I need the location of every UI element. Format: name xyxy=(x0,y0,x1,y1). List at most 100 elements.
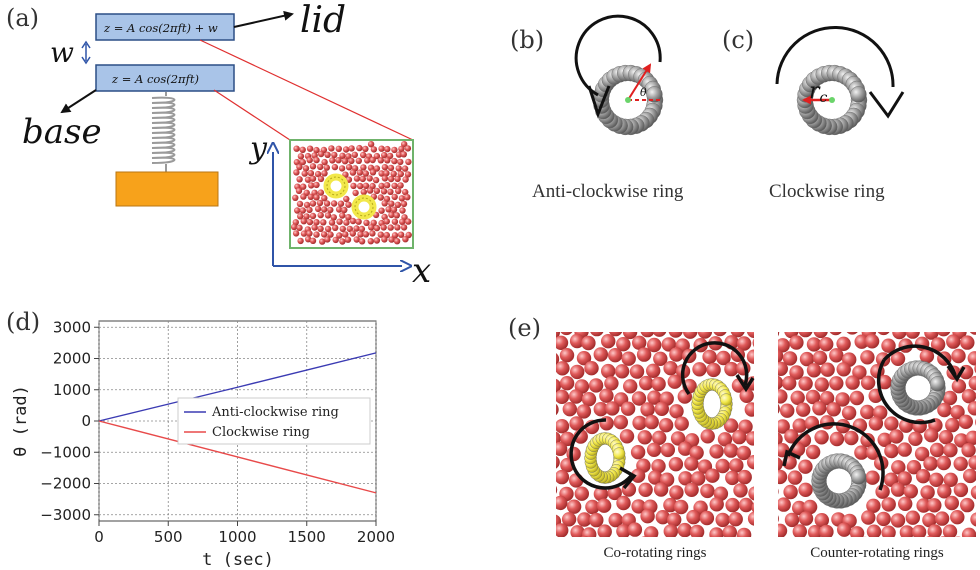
particle xyxy=(953,482,969,498)
particle xyxy=(667,512,682,527)
particle xyxy=(805,389,821,405)
particle xyxy=(373,224,381,232)
particle xyxy=(778,457,783,471)
particle xyxy=(677,522,692,537)
particle xyxy=(639,375,654,391)
particle xyxy=(378,207,385,214)
particle xyxy=(556,419,570,434)
particle xyxy=(844,430,859,446)
particle xyxy=(873,405,888,420)
particle xyxy=(644,414,659,430)
particle xyxy=(388,236,395,243)
particle xyxy=(362,231,370,238)
caption-e-left: Co-rotating rings xyxy=(604,545,707,561)
particle xyxy=(660,442,675,458)
particle xyxy=(937,484,952,499)
particle xyxy=(299,146,306,153)
particle xyxy=(355,218,362,225)
particle xyxy=(975,391,976,398)
particle xyxy=(369,169,377,176)
particle xyxy=(607,485,622,501)
particle xyxy=(914,446,930,462)
particle xyxy=(397,182,404,189)
particle xyxy=(877,374,892,390)
particle xyxy=(961,527,976,537)
particle xyxy=(892,332,907,340)
particle xyxy=(360,188,367,196)
particle xyxy=(684,456,699,471)
particle xyxy=(356,169,364,176)
particle xyxy=(820,362,835,377)
particle xyxy=(881,497,896,512)
rotation-arrow-e1a xyxy=(569,418,633,490)
particle xyxy=(969,332,976,335)
particle xyxy=(569,333,585,349)
particle xyxy=(614,364,630,379)
particle xyxy=(826,402,841,417)
particle xyxy=(699,510,715,526)
particle xyxy=(346,225,353,233)
particle xyxy=(393,212,400,219)
particle xyxy=(950,405,965,420)
particle xyxy=(384,145,391,153)
caption-c: Clockwise ring xyxy=(769,181,885,202)
particle xyxy=(556,495,568,511)
particle xyxy=(751,502,754,514)
particle xyxy=(359,175,366,183)
particle xyxy=(651,459,666,474)
lid-pointer xyxy=(233,10,294,28)
particle xyxy=(373,152,381,160)
particle xyxy=(296,224,303,231)
particle xyxy=(677,389,692,404)
particle xyxy=(669,347,684,362)
particle xyxy=(778,348,784,363)
particle xyxy=(814,430,829,445)
particle xyxy=(736,336,752,351)
particle xyxy=(920,485,935,500)
particle xyxy=(951,348,966,364)
particle xyxy=(357,182,364,190)
particle xyxy=(339,238,346,245)
particle xyxy=(383,218,390,225)
particle xyxy=(717,432,733,447)
particle xyxy=(358,225,366,233)
particle xyxy=(391,232,399,239)
particle xyxy=(581,335,596,351)
particle xyxy=(646,442,662,457)
inset-ring-2 xyxy=(351,194,377,220)
particle xyxy=(736,527,752,537)
particle xyxy=(854,334,869,349)
particle xyxy=(716,539,730,553)
particle xyxy=(929,472,944,487)
particle xyxy=(778,338,790,353)
particle xyxy=(616,495,631,511)
particle xyxy=(373,237,381,244)
particle xyxy=(296,176,303,183)
angle-label: θ xyxy=(640,86,647,99)
lid-plate xyxy=(95,13,235,41)
x-tick-label: 1500 xyxy=(288,528,326,546)
y-axis-label: θ (rad) xyxy=(11,385,31,457)
caption-b: Anti-clockwise ring xyxy=(532,181,684,202)
radius-vector-b xyxy=(627,63,652,101)
rotation-arrow-e2a xyxy=(876,344,957,425)
particle xyxy=(390,170,397,177)
y-tick-label: −3000 xyxy=(40,506,91,524)
particle xyxy=(290,223,298,231)
particle xyxy=(713,332,727,337)
particle xyxy=(798,332,813,338)
particle xyxy=(930,337,946,352)
particle xyxy=(637,430,652,445)
ring-bead xyxy=(850,86,867,103)
rotation-arrow-e1b xyxy=(680,341,749,396)
particle xyxy=(378,145,385,152)
center-dot-b xyxy=(625,97,631,103)
particle xyxy=(332,236,339,244)
gray-ring-top xyxy=(890,360,946,416)
snapshot-left-particles xyxy=(556,332,754,553)
particle xyxy=(589,512,604,528)
particle xyxy=(623,379,638,394)
particle xyxy=(569,416,584,431)
particle xyxy=(863,536,867,537)
